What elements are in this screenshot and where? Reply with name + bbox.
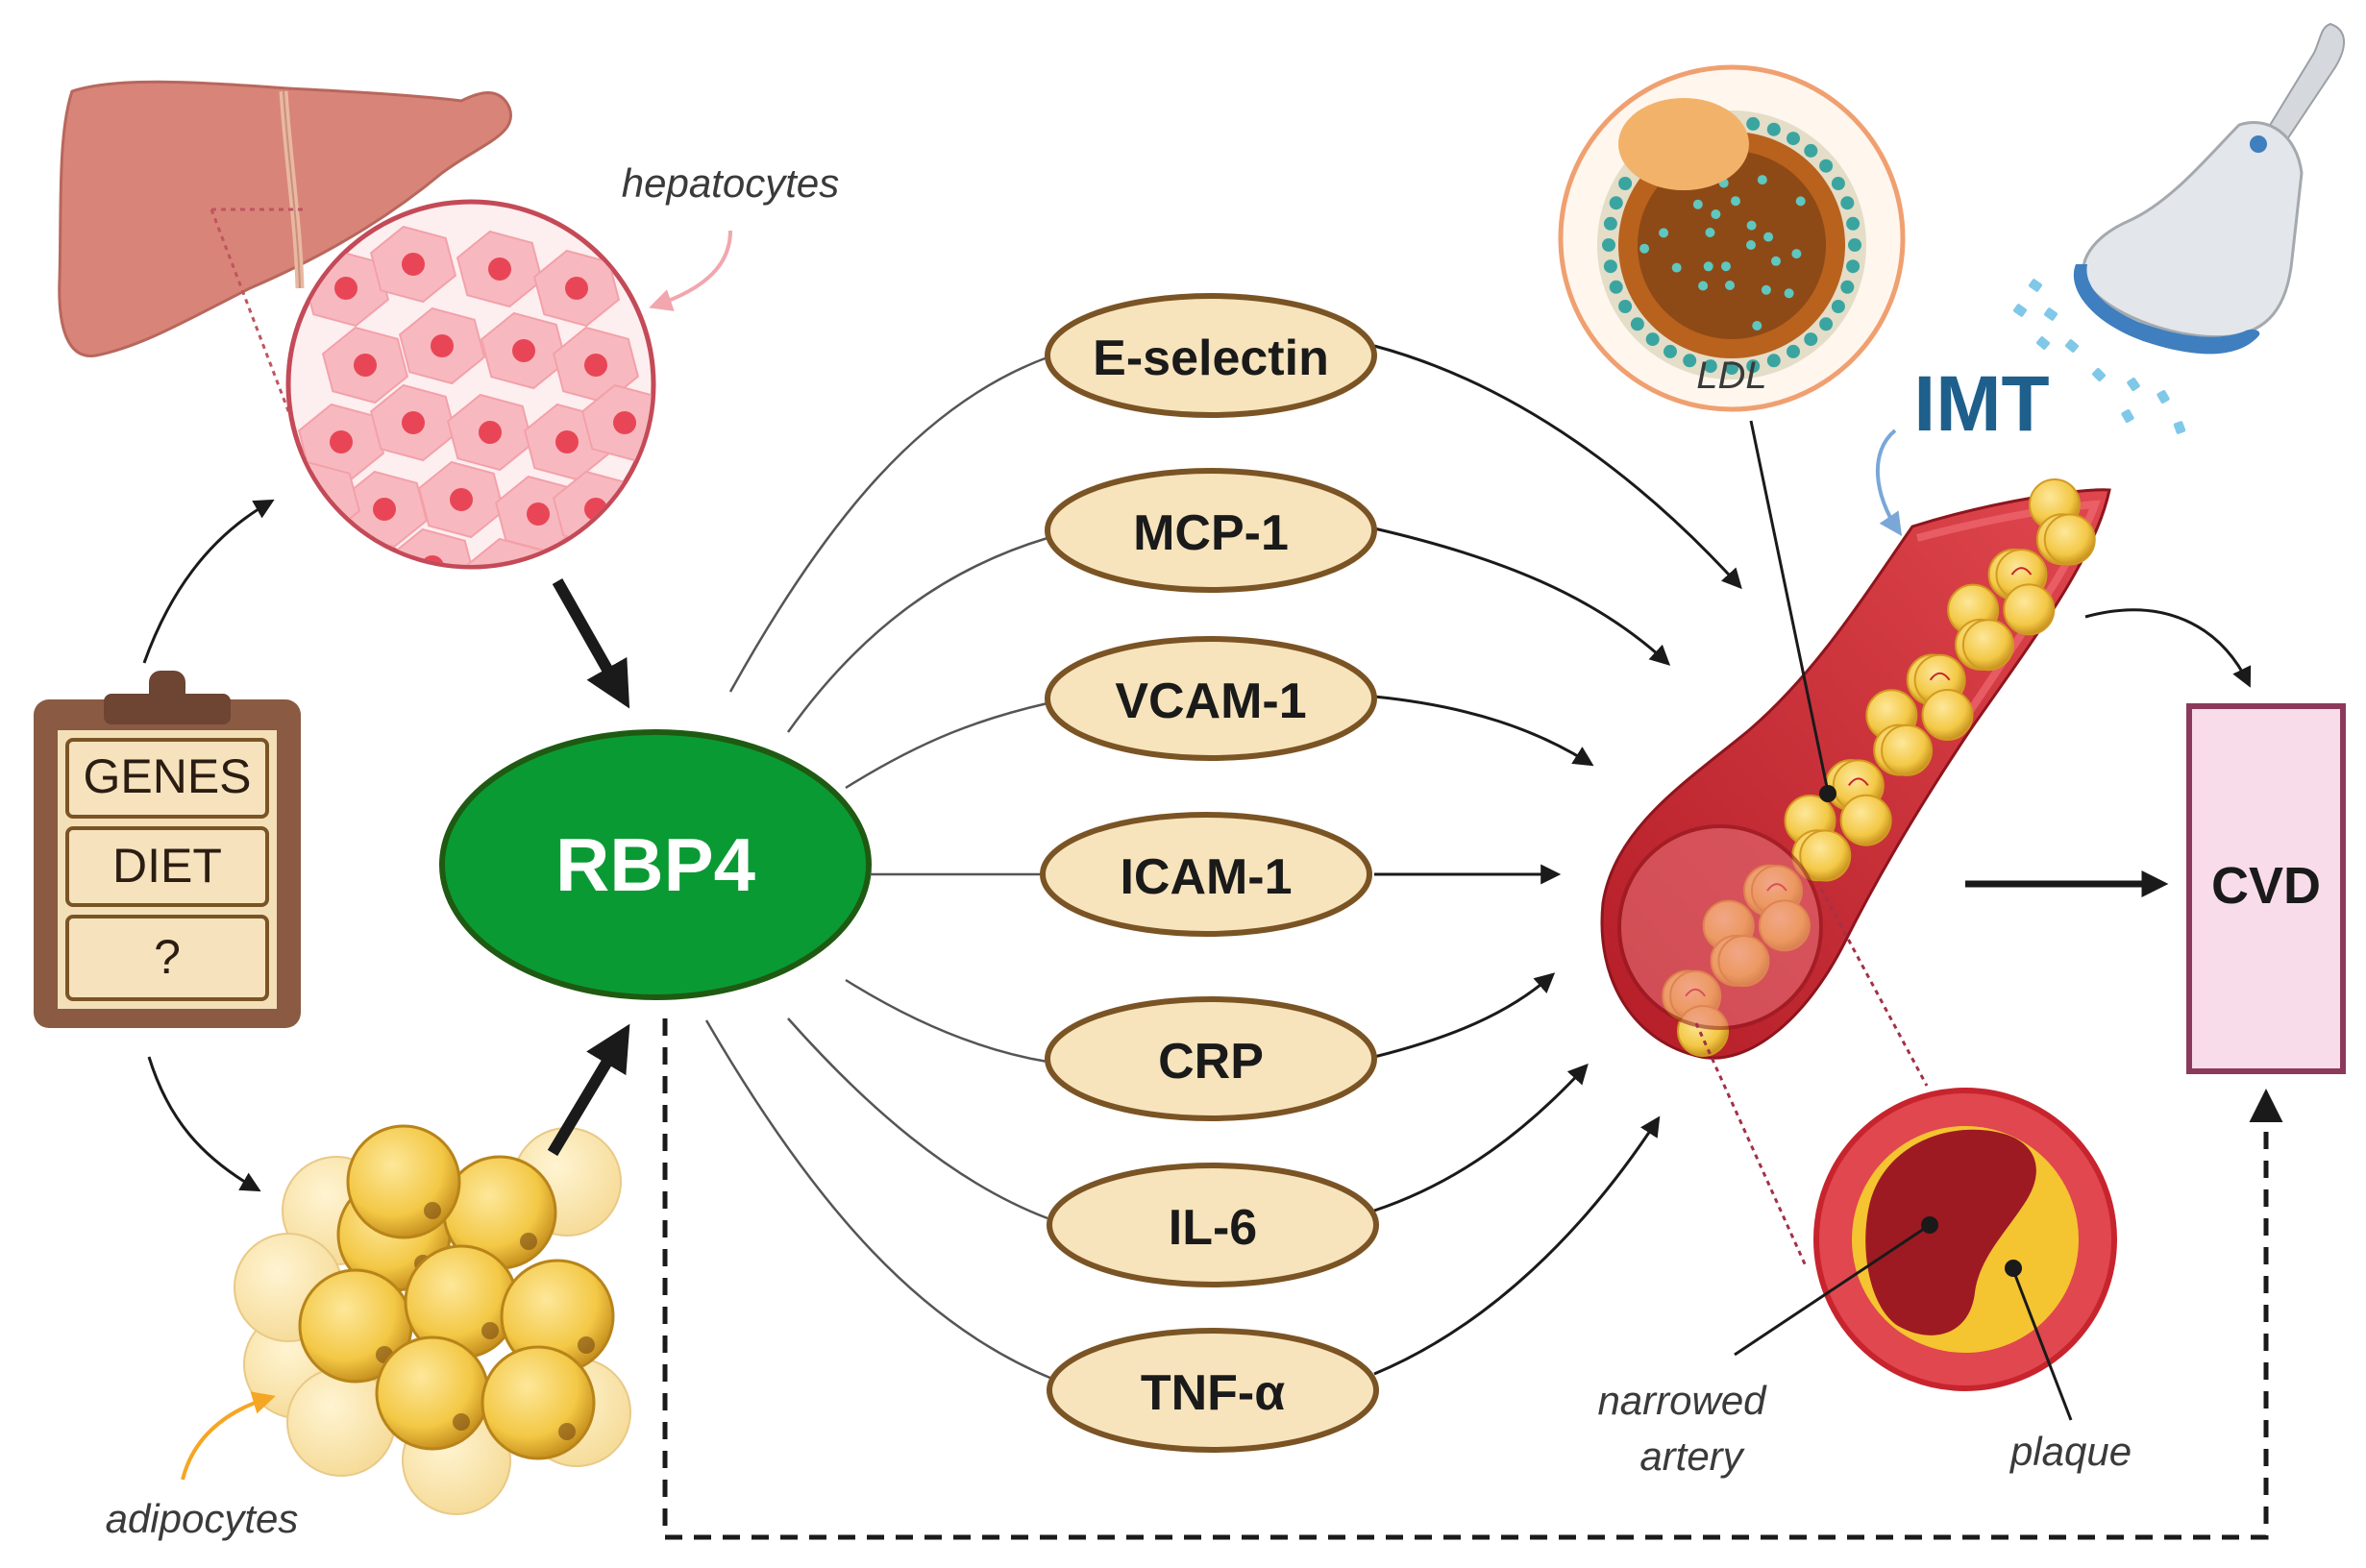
svg-text:TNF-α: TNF-α — [1141, 1365, 1285, 1421]
arrow-imt-to-cvd — [2084, 608, 2252, 688]
svg-text:GENES: GENES — [83, 749, 251, 803]
clipboard-item-diet: DIET — [65, 826, 269, 907]
arrow-clipboard-to-adipocytes — [147, 1056, 261, 1192]
adipocytes-label: adipocytes — [106, 1496, 299, 1541]
svg-text:CRP: CRP — [1158, 1034, 1264, 1090]
marker-to-artery-arrows — [1373, 344, 1742, 1376]
svg-text:E-selectin: E-selectin — [1093, 331, 1329, 386]
rbp4-node: RBP4 — [439, 729, 872, 1000]
svg-text:MCP-1: MCP-1 — [1133, 505, 1289, 561]
marker-il-6: IL-6 — [1047, 1163, 1379, 1287]
hepatocyte-cells-icon — [285, 199, 656, 570]
plaque-pointer-dot — [2005, 1260, 2022, 1277]
svg-text:VCAM-1: VCAM-1 — [1115, 674, 1306, 729]
artery-cross-section-icon — [1813, 1088, 2117, 1391]
narrowed-artery-label-line2: artery — [1639, 1433, 1745, 1479]
ultrasound-probe-icon — [2013, 22, 2345, 434]
hepatocytes-pointer — [649, 230, 732, 311]
svg-text:ICAM-1: ICAM-1 — [1120, 849, 1292, 905]
cvd-label: CVD — [2211, 857, 2321, 915]
hepatocytes-label: hepatocytes — [622, 160, 840, 206]
marker-vcam-1: VCAM-1 — [1045, 636, 1377, 761]
ldl-pointer — [1749, 420, 1830, 793]
marker-mcp-1: MCP-1 — [1045, 468, 1377, 593]
arrow-hepatocytes-to-rbp4 — [552, 578, 630, 709]
cvd-box: CVD — [2186, 703, 2346, 1074]
marker-crp: CRP — [1045, 996, 1377, 1121]
ldl-particle-icon — [1558, 64, 1906, 412]
marker-tnf-alpha: TNF-α — [1047, 1328, 1379, 1453]
rbp4-label: RBP4 — [555, 822, 755, 907]
svg-text:DIET: DIET — [112, 839, 222, 893]
clipboard-item-unknown: ? — [65, 915, 269, 1001]
marker-e-selectin: E-selectin — [1045, 293, 1377, 418]
arrow-adipocytes-to-rbp4 — [547, 1023, 630, 1157]
imt-pointer — [1876, 429, 1903, 536]
narrowed-artery-pointer-dot — [1921, 1216, 1938, 1234]
ldl-pointer-dot — [1819, 785, 1836, 802]
cross-section-zoom-lines — [1694, 888, 1929, 1269]
svg-text:?: ? — [154, 930, 181, 984]
adipocyte-cells-icon — [234, 1124, 631, 1515]
ldl-label: LDL — [1696, 355, 1766, 397]
arrow-clipboard-to-hepatocytes — [142, 499, 275, 664]
marker-icam-1: ICAM-1 — [1040, 812, 1372, 937]
imt-label: IMT — [1913, 360, 2049, 448]
liver-icon — [58, 80, 513, 357]
adipocytes-pointer — [181, 1391, 276, 1481]
narrowed-artery-pointer — [1734, 1223, 1931, 1357]
svg-text:IL-6: IL-6 — [1169, 1200, 1257, 1256]
clipboard-item-genes: GENES — [65, 738, 269, 819]
dashed-rbp4-to-cvd — [662, 1018, 2283, 1540]
plaque-pointer — [2011, 1269, 2073, 1421]
narrowed-artery-label-line1: narrowed — [1597, 1378, 1767, 1423]
rbp4-to-marker-lines — [704, 355, 1053, 1381]
artery-icon — [1600, 478, 2111, 1060]
plaque-label: plaque — [2009, 1429, 2132, 1474]
